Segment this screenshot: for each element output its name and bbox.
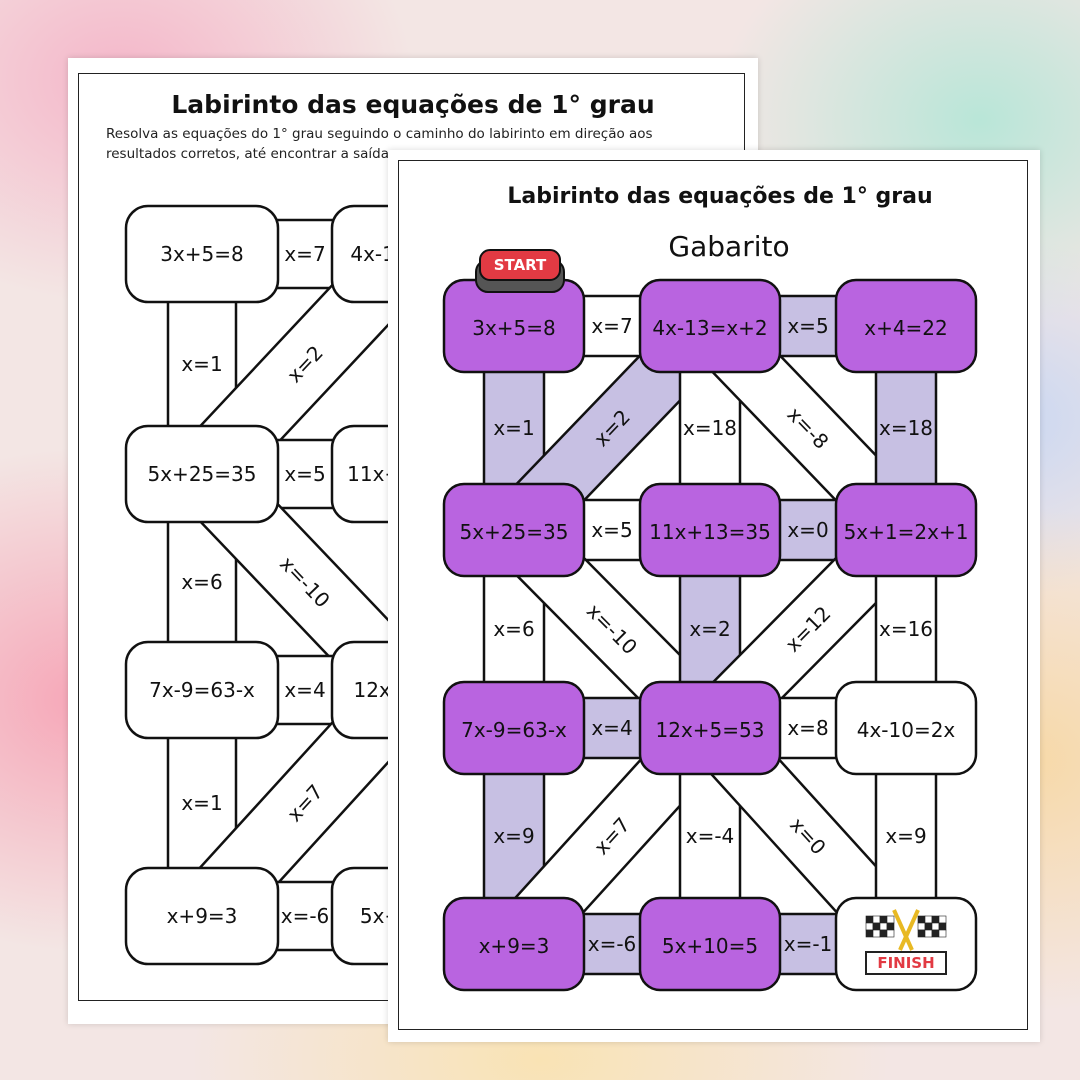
equation-node-box <box>124 204 280 304</box>
connector-label: x=18 <box>683 416 737 440</box>
equation-node-r1c0: 5x+25=35 <box>124 424 280 524</box>
finish-label: FINISH <box>877 954 934 972</box>
equation-node-label: 4x-13=x+2 <box>652 316 767 340</box>
worksheet-back-maze: x=7x=1x=2x=5x=6x=-10x=4x=1x=7x=-63x+5=84… <box>68 58 758 1024</box>
equation-node-box <box>834 278 978 374</box>
connector-label: x=5 <box>284 462 325 486</box>
connector-r1c2-r2c2: x=16 <box>874 528 938 730</box>
equation-node-box <box>124 866 280 966</box>
connector-label: x=7 <box>284 242 325 266</box>
answer-key-title: Labirinto das equações de 1° grau <box>507 184 933 209</box>
equation-node-label: 5x+10=5 <box>662 934 758 958</box>
connector-label: x=5 <box>591 518 632 542</box>
connector-label: x=8 <box>787 716 828 740</box>
equation-node-r0c2: x+4=22 <box>834 278 978 374</box>
equation-node-r2c0: 7x-9=63-x <box>442 680 586 776</box>
equation-node-label: 3x+5=8 <box>472 316 556 340</box>
connector-label: x=-6 <box>281 904 330 928</box>
equation-node-r0c0: 3x+5=8 <box>124 204 280 304</box>
finish-plate <box>865 951 947 975</box>
connector-label: x=4 <box>591 716 632 740</box>
start-top <box>479 249 561 281</box>
equation-node-label: x+9=3 <box>167 904 238 928</box>
equation-node-r3c0: x+9=3 <box>442 896 586 992</box>
equation-node-label: 11x+13=35 <box>649 520 771 544</box>
connector-label: x=6 <box>181 570 222 594</box>
start-button-icon: START <box>475 249 565 293</box>
equation-node-r3c1: 5x+10=5 <box>638 896 782 992</box>
connector-label: x=9 <box>493 824 534 848</box>
connector-label: x=6 <box>493 617 534 641</box>
answer-key-sheet: Labirinto das equações de 1° grau Gabari… <box>388 150 1040 1042</box>
answer-key-subtitle: Gabarito <box>668 230 790 263</box>
equation-node-box <box>442 896 586 992</box>
equation-node-label: 5x+1=2x+1 <box>844 520 969 544</box>
connector-label: x=1 <box>493 416 534 440</box>
connector-label: x=2 <box>689 617 730 641</box>
connector-label: x=1 <box>181 352 222 376</box>
equation-node-label: 7x-9=63-x <box>149 678 255 702</box>
equation-node-box <box>638 896 782 992</box>
equation-node-box <box>442 482 586 578</box>
equation-node-label: 5x+25=35 <box>460 520 569 544</box>
worksheet-back-title: Labirinto das equações de 1° grau <box>171 90 655 119</box>
equation-node-r0c0: 3x+5=8 START <box>442 249 586 374</box>
equation-node-label: 7x-9=63-x <box>461 718 567 742</box>
connector-label: x=16 <box>879 617 933 641</box>
equation-node-box <box>638 482 782 578</box>
finish-flag-icon: FINISH <box>865 909 947 975</box>
connector-label: x=5 <box>787 314 828 338</box>
equation-node-label: 5x+25=35 <box>148 462 257 486</box>
equation-node-box <box>442 680 586 776</box>
equation-node-r3c0: x+9=3 <box>124 866 280 966</box>
equation-node-r3c2: FINISH <box>834 896 978 992</box>
connector-label: x=4 <box>284 678 325 702</box>
connector-label: x=7 <box>591 314 632 338</box>
connector-label: x=-1 <box>784 932 833 956</box>
equation-node-label: x+9=3 <box>479 934 550 958</box>
equation-node-box <box>638 680 782 776</box>
answer-key-frame <box>398 160 1028 1030</box>
equation-node-box <box>834 482 978 578</box>
equation-node-r2c0: 7x-9=63-x <box>124 640 280 740</box>
equation-node-box <box>124 640 280 740</box>
connector-label: x=-4 <box>686 824 735 848</box>
equation-node-box <box>638 278 782 374</box>
connector-label: x=-6 <box>588 932 637 956</box>
connector-r2c2-r3c2: x=9 <box>874 726 938 946</box>
equation-node-box <box>834 680 978 776</box>
worksheet-back-description: Resolva as equações do 1° grau seguindo … <box>106 126 653 162</box>
equation-node-r2c2: 4x-10=2x <box>834 680 978 776</box>
equation-node-label: x+4=22 <box>864 316 948 340</box>
start-label: START <box>494 256 547 274</box>
equation-node-r1c0: 5x+25=35 <box>442 482 586 578</box>
maze-svg: x=7x=1x=2x=5x=6x=-10x=4x=1x=7x=-63x+5=84… <box>124 204 486 966</box>
equation-node-r0c1: 4x-13=x+2 <box>638 278 782 374</box>
equation-node-r1c1: 11x+13=35 <box>638 482 782 578</box>
connector-label: x=1 <box>181 791 222 815</box>
equation-node-r1c2: 5x+1=2x+1 <box>834 482 978 578</box>
equation-node-r2c1: 12x+5=53 <box>638 680 782 776</box>
equation-node-box <box>124 424 280 524</box>
equation-node-label: 3x+5=8 <box>160 242 244 266</box>
connector-label: x=9 <box>885 824 926 848</box>
equation-node-label: 4x-10=2x <box>857 718 956 742</box>
equation-node-label: 12x+5=53 <box>656 718 765 742</box>
connector-label: x=18 <box>879 416 933 440</box>
connector-label: x=0 <box>787 518 828 542</box>
equation-node-box <box>834 896 978 992</box>
